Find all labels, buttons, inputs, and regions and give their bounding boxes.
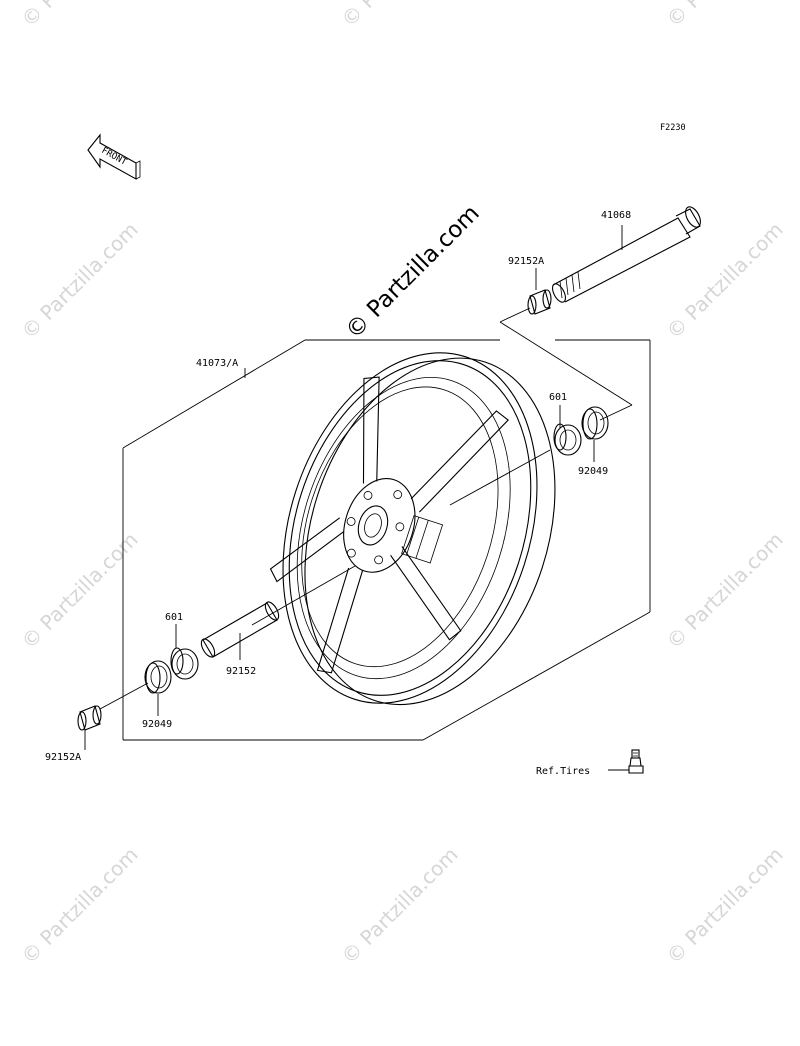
label-92049-right: 92049 <box>578 466 608 477</box>
watermark: © Partzilla.com <box>662 217 788 343</box>
assembly-frame <box>122 307 651 741</box>
front-arrow-icon: FRONT <box>87 133 141 180</box>
front-label: FRONT <box>100 146 129 168</box>
collar-92152a-bottom <box>77 705 102 731</box>
label-92152a-top: 92152A <box>508 256 544 267</box>
spacer-92152 <box>200 601 280 658</box>
bearing-601-right <box>553 423 582 456</box>
axle-41068 <box>552 206 701 303</box>
watermark: © Partzilla.com <box>337 842 463 968</box>
label-92152: 92152 <box>226 666 256 677</box>
tire-valve-icon <box>628 749 644 774</box>
axis-leader <box>251 565 356 626</box>
label-41073a: 41073/A <box>196 358 238 369</box>
watermark: © Partzilla.com <box>662 0 788 32</box>
bearing-601-left <box>170 647 199 680</box>
label-92049-left: 92049 <box>142 719 172 730</box>
label-92152a-bottom: 92152A <box>45 752 81 763</box>
label-601-right: 601 <box>549 392 567 403</box>
seal-92049-right <box>581 406 609 440</box>
label-ref-tires: Ref.Tires <box>536 766 590 777</box>
watermark: © Partzilla.com <box>337 0 463 32</box>
wheel-41073a <box>269 352 556 706</box>
watermark: © Partzilla.com <box>662 527 788 653</box>
watermark: © Partzilla.com <box>662 842 788 968</box>
label-601-left: 601 <box>165 612 183 623</box>
watermark: © Partzilla.com <box>17 217 143 343</box>
watermark: © Partzilla.com <box>17 527 143 653</box>
figure-code: F2230 <box>660 123 686 133</box>
watermark: © Partzilla.com <box>17 842 143 968</box>
leader-collar-seal <box>99 682 149 710</box>
axis-leader-right <box>449 449 551 506</box>
seal-92049-left <box>144 660 172 694</box>
watermark: © Partzilla.com <box>17 0 143 32</box>
watermark-main: © Partzilla.com <box>341 200 485 344</box>
collar-92152a-top <box>527 289 552 315</box>
label-41068: 41068 <box>601 210 631 221</box>
